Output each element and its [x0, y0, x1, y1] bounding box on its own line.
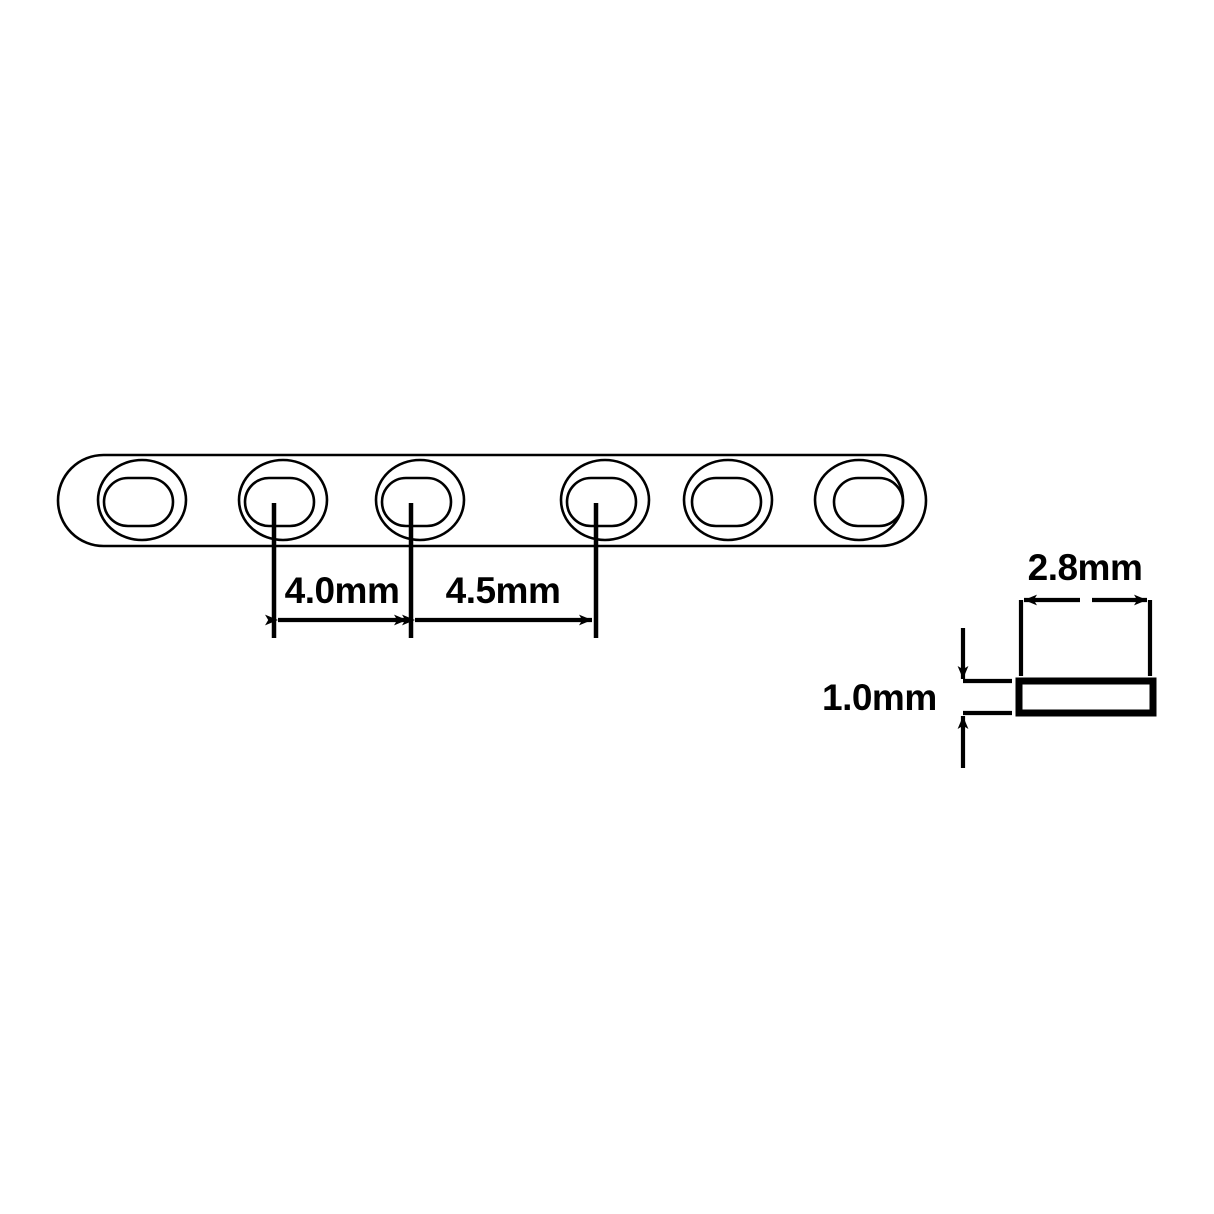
plate-hole-6 — [813, 458, 905, 542]
plate-hole-4 — [559, 458, 651, 542]
dimension-hole-spacing-2: 4.5mm — [402, 570, 592, 626]
dimension-label-4-0mm: 4.0mm — [285, 570, 400, 611]
dimension-section-thickness: 1.0mm — [822, 628, 1012, 768]
hole-inner-oval-1 — [102, 476, 175, 528]
cross-section-bar — [1015, 677, 1157, 717]
dimension-section-width: 2.8mm — [1018, 547, 1153, 676]
plate-outline — [56, 453, 928, 548]
hole-outer-ring-2 — [237, 458, 329, 542]
dimension-hole-spacing-1: 4.0mm — [265, 570, 407, 626]
hole-outer-ring-1 — [96, 458, 188, 542]
plate-hole-1 — [96, 458, 188, 542]
plate-hole-3 — [374, 458, 466, 542]
hole-outer-ring-5 — [682, 458, 774, 542]
dimension-label-4-5mm: 4.5mm — [446, 570, 561, 611]
dimension-label-2-8mm: 2.8mm — [1028, 547, 1143, 588]
hole-inner-oval-4 — [565, 476, 638, 528]
hole-inner-oval-3 — [380, 476, 453, 528]
hole-inner-oval-5 — [690, 476, 763, 528]
hole-inner-oval-2 — [243, 476, 316, 528]
plate-top-view — [56, 453, 928, 548]
plate-cross-section-view — [1015, 677, 1157, 717]
dimension-label-1-0mm: 1.0mm — [822, 677, 937, 718]
hole-outer-ring-3 — [374, 458, 466, 542]
hole-inner-oval-6 — [832, 476, 905, 528]
plate-hole-2 — [237, 458, 329, 542]
plate-hole-5 — [682, 458, 774, 542]
hole-outer-ring-4 — [559, 458, 651, 542]
